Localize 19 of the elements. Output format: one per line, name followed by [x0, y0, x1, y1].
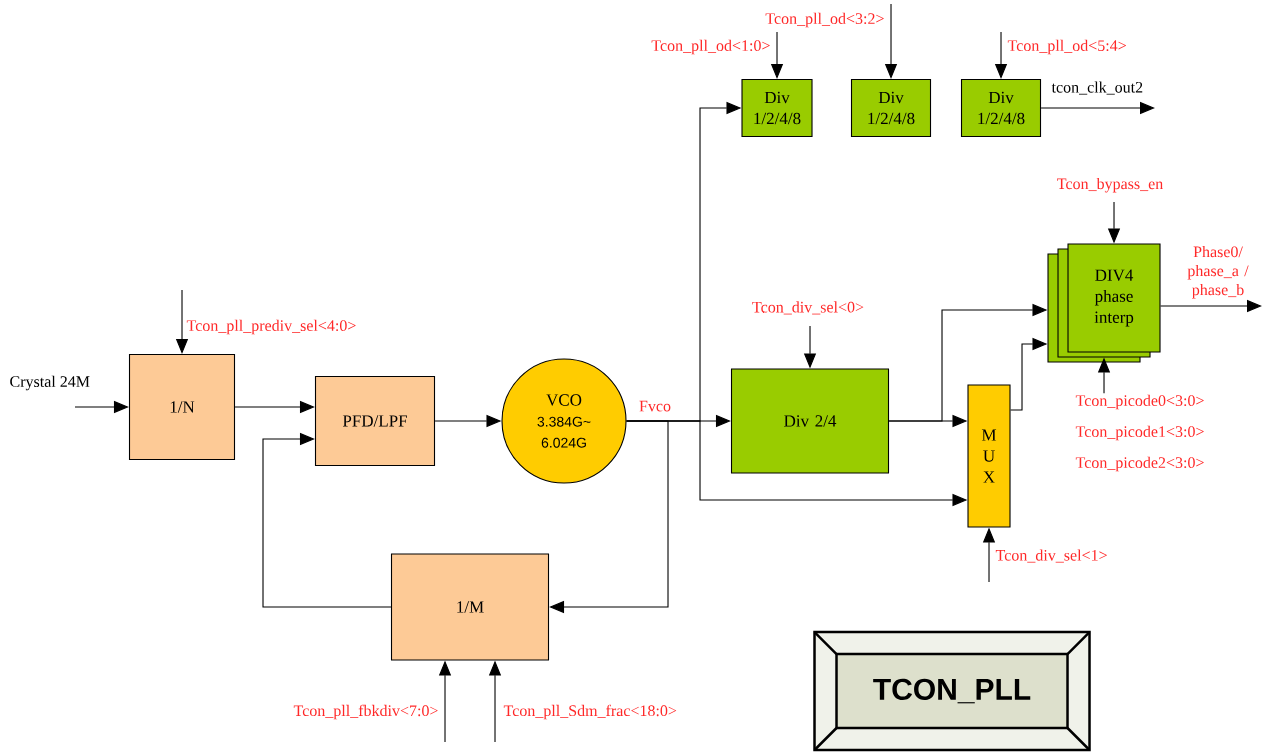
edge-label: Phase0/ phase_a / phase_b [1187, 245, 1249, 299]
arrow [262, 432, 392, 608]
edge-label: Tcon_pll_od<3:2> [765, 12, 884, 28]
edge-label: Fvco [639, 400, 671, 412]
signal-label: Tcon_picode0<3:0> Tcon_picode1<3:0> Tcon_picode2<3:0> [1075, 394, 1204, 472]
edge-label: tcon_clk_out2 [1051, 81, 1143, 95]
mux-box: M U X [967, 384, 1011, 528]
edge-label: Crystal 24M [10, 375, 90, 391]
edge-label: Tcon_bypass_en [1057, 177, 1163, 193]
edge-label: Tcon_div_sel<0> [752, 301, 864, 315]
edge-label: Tcon_pll_od<1:0> [651, 39, 770, 55]
edge-label: Tcon_div_sel<1> [995, 549, 1107, 563]
edge-label: Tcon_pll_fbkdiv<7:0> [293, 704, 438, 720]
filter-box: PFD/LPF [314, 375, 436, 467]
title-plate: TCON_PLL [813, 630, 1091, 752]
edge-label: Tcon_pll_Sdm_frac<18:0> [503, 704, 677, 720]
edge-label: Tcon_pll_od<5:4> [1007, 39, 1126, 55]
stacked-box: DIV4 phase interp [1047, 243, 1161, 363]
edge-label: Tcon_pll_prediv_sel<4:0> [186, 319, 356, 335]
